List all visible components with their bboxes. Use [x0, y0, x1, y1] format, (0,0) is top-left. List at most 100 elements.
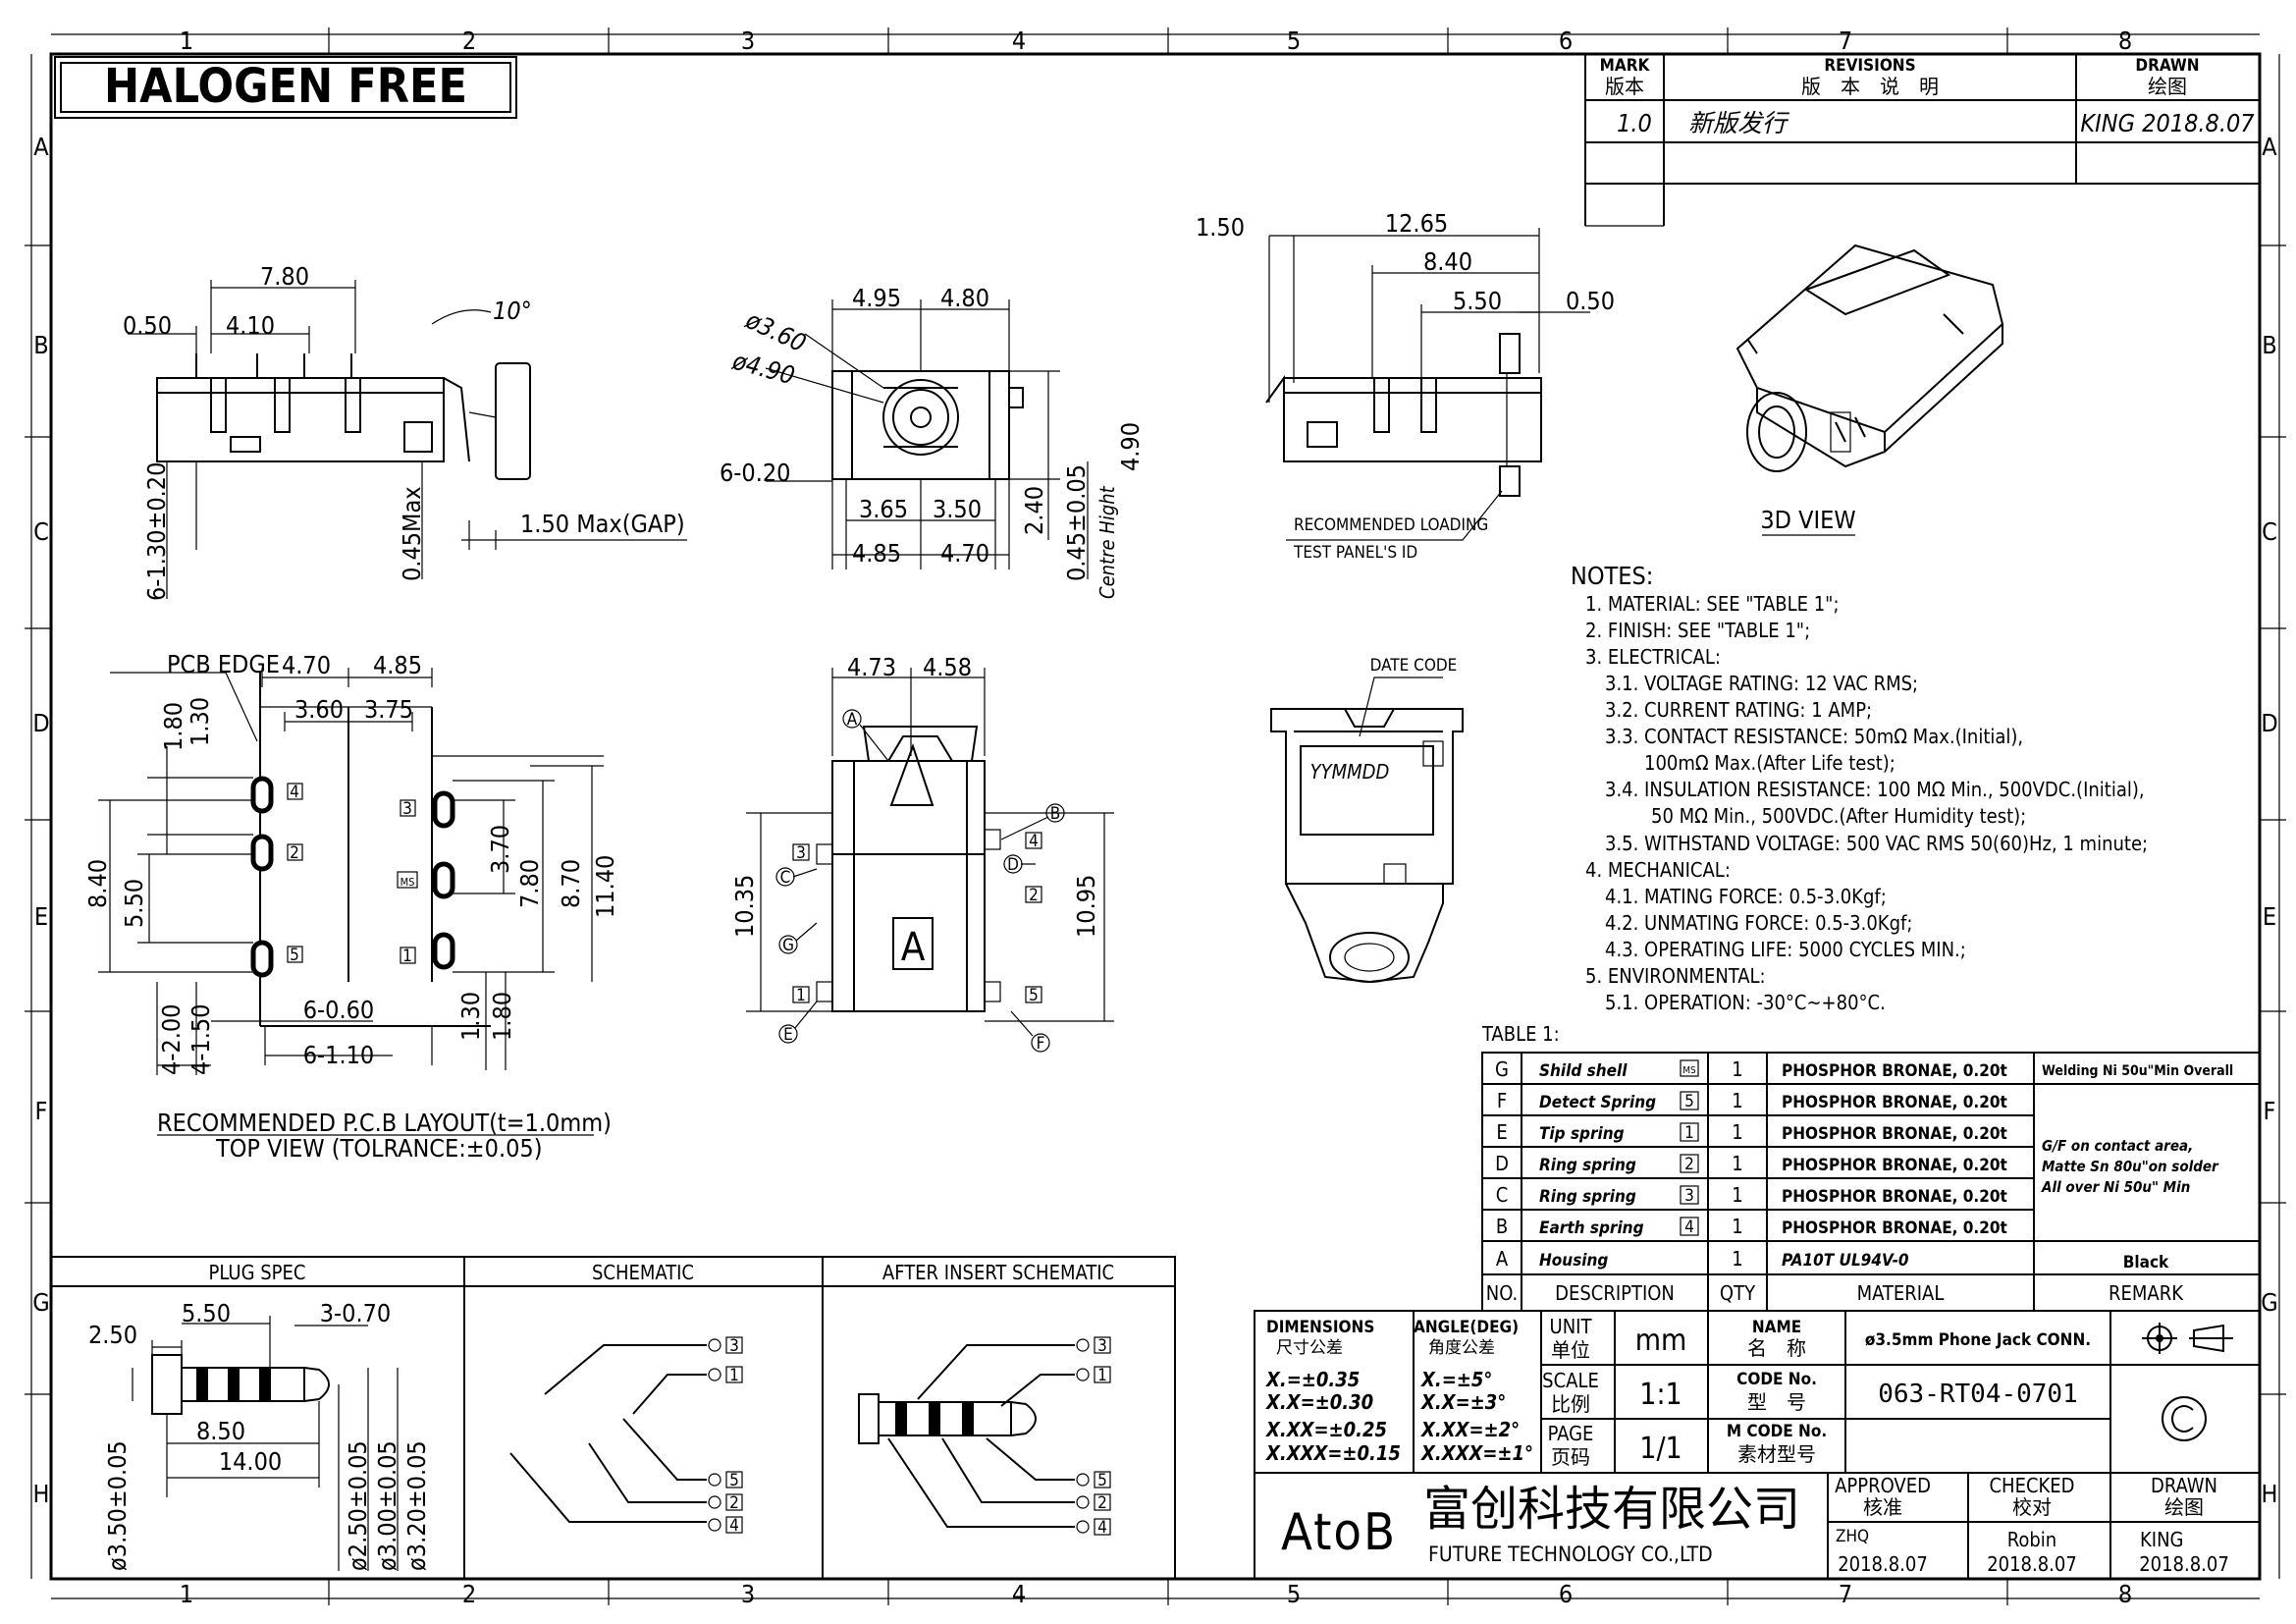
grid-row-g-right: G: [2261, 1288, 2277, 1317]
part-pin-5: 5: [1029, 986, 1039, 1005]
tb-tol-3: X.XXX=±0.15: [1265, 1441, 1401, 1465]
table1-remark-line-1: G/F on contact area,: [2042, 1137, 2193, 1155]
note-line-3-3b: 100mΩ Max.(After Life test);: [1644, 751, 1896, 775]
grid-row-c: C: [33, 517, 49, 546]
table1-row-f-no: F: [1497, 1089, 1507, 1112]
tb-page-en: PAGE: [1548, 1422, 1594, 1445]
table1-header-material: MATERIAL: [1857, 1281, 1945, 1305]
table1-row-b-qty: 1: [1732, 1215, 1742, 1238]
revision-block: MARK 版本 REVISIONS 版 本 说 明 DRAWN 绘图 1.0 新…: [1584, 53, 2261, 227]
test-note-panel: TEST PANEL'S ID: [1293, 543, 1417, 563]
tb-name-cn: 名 称: [1747, 1336, 1806, 1360]
pcb-dim-5.50: 5.50: [120, 879, 148, 928]
test-dim-12.65: 12.65: [1385, 209, 1448, 238]
plug-dim-dia-3.20: ø3.20±0.05: [402, 1440, 431, 1571]
tb-checked-en: CHECKED: [1989, 1474, 2074, 1497]
tb-code-cn: 型 号: [1747, 1390, 1806, 1414]
grid-row-h: H: [33, 1480, 50, 1508]
table1-row-d-desc: Ring spring: [1539, 1156, 1636, 1175]
tb-mcode-cn: 素材型号: [1737, 1442, 1816, 1466]
pcb-dim-1.30-top: 1.30: [186, 697, 214, 746]
halogen-free-banner: HALOGEN FREE: [54, 56, 517, 119]
part-pin-3: 3: [796, 843, 806, 863]
company-name-en: FUTURE TECHNOLOGY CO.,LTD: [1428, 1543, 1713, 1566]
tb-ang-0: X.=±5°: [1420, 1368, 1492, 1391]
grid-col-7-bottom: 7: [1839, 1580, 1852, 1608]
front-dim-4.85: 4.85: [852, 539, 901, 568]
note-line-4-2: 4.2. UNMATING FORCE: 0.5-3.0Kgf;: [1605, 911, 1912, 935]
table1-row-b-desc: Earth spring: [1539, 1218, 1644, 1238]
pcb-dim-4-1.50: 4-1.50: [187, 1004, 215, 1076]
note-line-5-1: 5.1. OPERATION: -30°C~+80°C.: [1605, 991, 1886, 1014]
table1-row-g-material: PHOSPHOR BRONAE, 0.20t: [1782, 1061, 2007, 1081]
plug-dim-dia-2.50: ø2.50±0.05: [344, 1440, 372, 1571]
tb-angle-cn: 角度公差: [1428, 1338, 1495, 1358]
plug-drawing: 2.50 5.50 3-0.70 8.50 14.00 ø3.50±0.05 ø…: [88, 1299, 431, 1571]
part-callout-a: A: [847, 710, 858, 730]
note-line-3-1: 3.1. VOLTAGE RATING: 12 VAC RMS;: [1605, 672, 1918, 695]
table1-row-c-desc: Ring spring: [1539, 1187, 1636, 1207]
note-line-1: 1. MATERIAL: SEE "TABLE 1";: [1585, 592, 1840, 616]
pcb-dim-6-1.10: 6-1.10: [303, 1041, 375, 1069]
tb-tol-2: X.XX=±0.25: [1265, 1418, 1387, 1441]
tb-scale-cn: 比例: [1551, 1392, 1590, 1416]
table1-row-e: E Tip spring 1 1 PHOSPHOR BRONAE, 0.20t: [1496, 1120, 2007, 1144]
tb-code-en: CODE No.: [1736, 1370, 1817, 1389]
after-insert-heading: AFTER INSERT SCHEMATIC: [882, 1261, 1114, 1284]
note-line-3-4: 3.4. INSULATION RESISTANCE: 100 MΩ Min.,…: [1605, 778, 2145, 801]
tb-ang-2: X.XX=±2°: [1420, 1418, 1520, 1441]
tb-dimensions-cn: 尺寸公差: [1276, 1338, 1343, 1358]
side-dim-10deg: 10°: [493, 297, 532, 325]
after-insert-drawing: 3 1 5 2 4: [858, 1336, 1111, 1538]
schematic-panels: PLUG SPEC SCHEMATIC AFTER INSERT SCHEMAT…: [50, 1256, 1176, 1580]
table1-header-no: NO.: [1486, 1281, 1519, 1305]
pcb-dim-4.85: 4.85: [373, 651, 422, 679]
table1-row-e-no: E: [1496, 1120, 1507, 1144]
pcb-pin-1: 1: [402, 947, 412, 966]
test-side-view: 1.50 12.65 8.40 5.50 0.50 RECOMMENDED LO…: [1196, 209, 1615, 563]
part-bottom-view: A A B C D E F G 3 4 2 1 5 4.73 4.58 10.3…: [730, 653, 1114, 1054]
front-dim-4.80: 4.80: [940, 284, 989, 312]
note-line-3-2: 3.2. CURRENT RATING: 1 AMP;: [1605, 698, 1872, 722]
part-dim-10.95: 10.95: [1072, 875, 1100, 938]
tb-tol-1: X.X=±0.30: [1265, 1390, 1373, 1414]
table1-row-d: D Ring spring 2 1 PHOSPHOR BRONAE, 0.20t: [1495, 1152, 2007, 1175]
front-dim-6-0.20: 6-0.20: [720, 459, 791, 487]
tb-checked-date: 2018.8.07: [1987, 1552, 2077, 1576]
front-view: 4.95 4.80 ø3.60 ø4.90 4.90 6-0.20 3.65 3…: [720, 284, 1145, 599]
part-callout-c: C: [780, 868, 791, 888]
plug-dim-5.50: 5.50: [182, 1299, 231, 1327]
note-line-3: 3. ELECTRICAL:: [1585, 645, 1721, 669]
table1-title: TABLE 1:: [1481, 1022, 1560, 1046]
table1-row-c-qty: 1: [1732, 1183, 1742, 1207]
side-dim-gap: 1.50 Max(GAP): [520, 510, 685, 538]
side-dim-pin-height: 6-1.30±0.20: [142, 462, 171, 601]
note-line-4: 4. MECHANICAL:: [1585, 858, 1731, 882]
plug-spec-heading: PLUG SPEC: [209, 1261, 306, 1284]
note-line-3-5: 3.5. WITHSTAND VOLTAGE: 500 VAC RMS 50(6…: [1605, 832, 2148, 855]
iso-3d-view: 3D VIEW: [1735, 244, 2004, 536]
table1-row-g-pin: MS: [1682, 1065, 1696, 1076]
tb-page-value: 1/1: [1639, 1432, 1682, 1466]
company-logo: AtoB: [1281, 1503, 1397, 1562]
rev-drawn-cn: 绘图: [2148, 75, 2187, 98]
tb-ang-3: X.XXX=±1°: [1420, 1441, 1533, 1465]
table1-row-b-no: B: [1496, 1215, 1508, 1238]
table1-remark-a: Black: [2123, 1253, 2169, 1272]
date-code-label: DATE CODE: [1370, 656, 1458, 676]
pcb-dim-1.30-bottom: 1.30: [456, 992, 485, 1041]
table1-row-e-desc: Tip spring: [1539, 1124, 1625, 1144]
tb-name-value: ø3.5mm Phone Jack CONN.: [1865, 1330, 2091, 1350]
grid-row-f-right: F: [2264, 1097, 2276, 1125]
part-callout-g: G: [782, 936, 794, 955]
schematic-drawing: 3 1 5 2 4: [509, 1336, 743, 1536]
tb-angle-en: ANGLE(DEG): [1414, 1318, 1519, 1337]
table1-row-e-material: PHOSPHOR BRONAE, 0.20t: [1782, 1124, 2007, 1144]
front-dim-3.50: 3.50: [933, 495, 982, 523]
note-line-3-3: 3.3. CONTACT RESISTANCE: 50mΩ Max.(Initi…: [1605, 725, 2023, 748]
grid-col-7: 7: [1839, 27, 1852, 55]
pcb-dim-3.70: 3.70: [486, 825, 514, 874]
tb-drawn-by: KING: [2140, 1528, 2184, 1551]
side-dim-0.45max: 0.45Max: [398, 486, 426, 581]
table1-row-g: G Shild shell MS 1 PHOSPHOR BRONAE, 0.20…: [1495, 1057, 2233, 1081]
